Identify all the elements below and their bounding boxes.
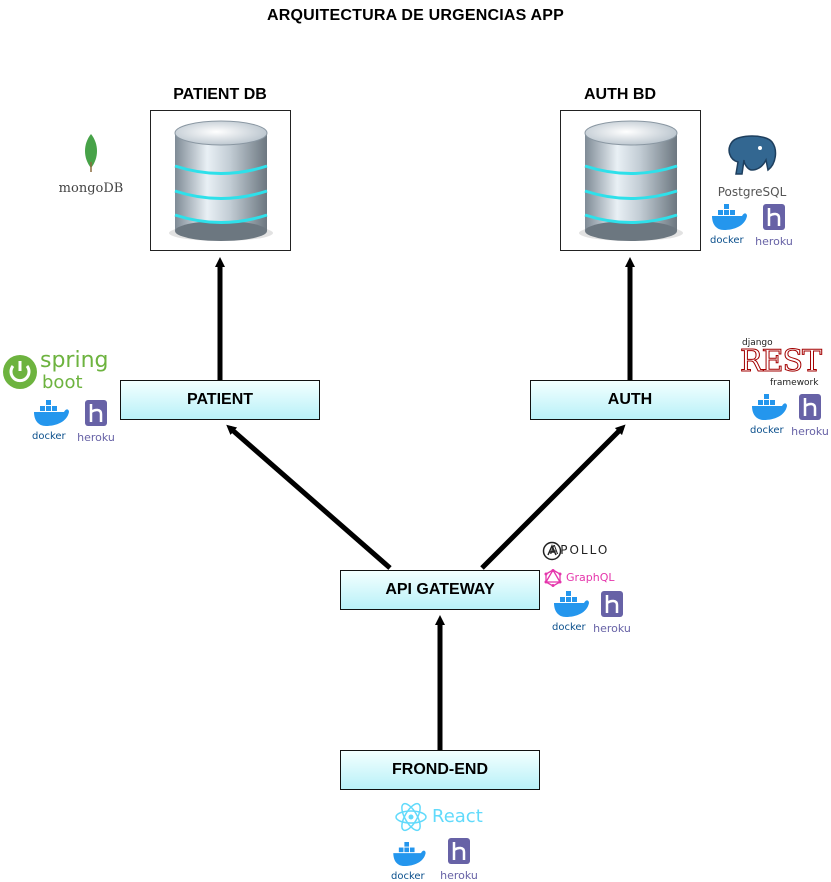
docker-wordmark: docker	[391, 871, 425, 882]
patient-service-box[interactable]: PATIENT	[120, 380, 320, 420]
heroku-wordmark: heroku	[77, 431, 115, 444]
patient-service-label: PATIENT	[186, 391, 254, 408]
heroku-icon	[799, 394, 821, 420]
frontend-label: FROND-END	[392, 761, 488, 778]
docker-whale-icon	[393, 842, 426, 866]
apollo-logo: APOLLO	[542, 540, 632, 562]
api-gateway-label: API GATEWAY	[385, 581, 495, 598]
react-wordmark: React	[432, 806, 483, 827]
docker-logo: docker	[391, 842, 431, 882]
spring-boot-logo: spring boot	[2, 348, 117, 394]
auth-service-box[interactable]: AUTH	[530, 380, 730, 420]
mongodb-wordmark: mongoDB	[58, 181, 124, 196]
rest-wordmark: REST	[739, 344, 822, 379]
django-wordmark: django	[742, 338, 773, 348]
framework-wordmark: framework	[770, 378, 819, 388]
arrow-gateway-to-auth	[480, 424, 626, 570]
patient-db-label: PATIENT DB	[173, 86, 267, 103]
docker-logo: docker	[32, 400, 72, 442]
heroku-icon	[448, 838, 470, 864]
heroku-logo: heroku	[590, 591, 634, 635]
docker-logo: docker	[750, 394, 790, 436]
graphql-logo: GraphQL	[544, 569, 624, 589]
heroku-icon	[763, 204, 785, 230]
auth-service-label: AUTH	[607, 391, 653, 408]
frontend-box[interactable]: FROND-END	[340, 750, 540, 790]
patient-deploy-logos: docker heroku	[32, 400, 118, 444]
heroku-wordmark: heroku	[791, 425, 829, 438]
mongodb-logo: mongoDB	[55, 132, 127, 202]
heroku-logo: heroku	[790, 394, 830, 438]
database-icon	[579, 120, 683, 241]
apollo-icon	[542, 541, 562, 561]
heroku-icon	[601, 591, 623, 617]
frontend-deploy-logos: docker heroku	[391, 838, 486, 882]
docker-logo: docker	[552, 591, 592, 633]
gateway-deploy-logos: docker heroku	[552, 591, 637, 635]
docker-wordmark: docker	[552, 622, 586, 633]
heroku-wordmark: heroku	[440, 869, 478, 882]
boot-wordmark: boot	[42, 372, 83, 393]
arrow-gateway-to-patient	[226, 424, 392, 570]
postgresql-elephant-icon	[728, 135, 777, 175]
heroku-logo: heroku	[752, 204, 796, 248]
docker-logo: docker	[710, 204, 750, 246]
database-icon	[169, 120, 273, 241]
docker-whale-icon	[554, 591, 589, 617]
heroku-wordmark: heroku	[755, 235, 793, 248]
postgresql-wordmark: PostgreSQL	[717, 185, 787, 199]
react-logo: React	[394, 800, 494, 834]
spring-wordmark: spring	[40, 348, 109, 373]
api-gateway-box[interactable]: API GATEWAY	[340, 570, 540, 610]
heroku-logo: heroku	[74, 400, 118, 444]
patient-db-box[interactable]	[150, 110, 291, 251]
auth-deploy-logos: docker heroku	[750, 394, 831, 438]
diagram-title: ARQUITECTURA DE URGENCIAS APP	[266, 7, 565, 24]
docker-whale-icon	[712, 204, 747, 230]
apollo-wordmark: APOLLO	[550, 543, 610, 557]
auth-db-deploy-logos: docker heroku	[710, 204, 796, 248]
heroku-wordmark: heroku	[593, 622, 631, 635]
django-rest-logo: django REST framework	[739, 338, 822, 390]
docker-whale-icon	[34, 400, 69, 426]
heroku-icon	[85, 400, 107, 426]
auth-db-box[interactable]	[560, 110, 701, 251]
spring-power-icon	[3, 355, 37, 389]
postgresql-logo: PostgreSQL	[716, 134, 788, 200]
graphql-icon	[544, 569, 562, 587]
react-atom-icon	[395, 802, 427, 832]
docker-wordmark: docker	[32, 431, 66, 442]
docker-wordmark: docker	[750, 425, 784, 436]
docker-whale-icon	[752, 394, 787, 420]
mongodb-leaf-icon	[85, 134, 97, 172]
docker-wordmark: docker	[710, 235, 744, 246]
auth-db-label: AUTH BD	[584, 86, 656, 103]
heroku-logo: heroku	[437, 838, 481, 882]
graphql-wordmark: GraphQL	[566, 571, 615, 584]
